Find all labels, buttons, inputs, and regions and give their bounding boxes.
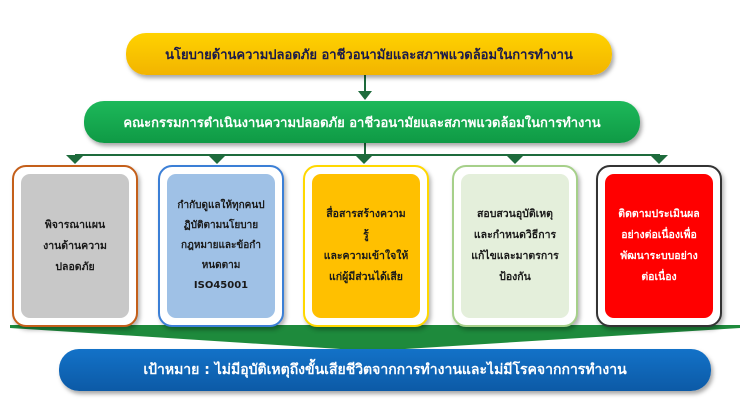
task-box-planning-body: พิจารณาแผน งานด้านความ ปลอดภัย (21, 174, 129, 318)
task-box-line: สื่อสารสร้างความ (326, 208, 406, 220)
task-box-monitoring-body: ติดตามประเมินผล อย่างต่อเนื่องเพื่อ พัฒน… (605, 174, 713, 318)
task-box-compliance-body: กำกับดูแลให้ทุกคนป ฏิบัติตามนโยบาย กฎหมา… (167, 174, 275, 318)
arrowhead-committee (358, 91, 372, 100)
task-box-line: อย่างต่อเนื่องเพื่อ (621, 229, 697, 241)
committee-banner: คณะกรรมการดำเนินงานความปลอดภัย อาชีวอนาม… (84, 101, 640, 143)
goal-banner: เป้าหมาย : ไม่มีอุบัติเหตุถึงขั้นเสียชีว… (59, 349, 711, 391)
arrowhead-box4 (506, 155, 524, 164)
task-box-line: รู้ (363, 229, 369, 241)
funnel-shape (10, 325, 740, 351)
task-box-planning: พิจารณาแผน งานด้านความ ปลอดภัย (12, 165, 138, 327)
task-box-investigation: สอบสวนอุบัติเหตุ และกำหนดวิธีการ แก้ไขแล… (452, 165, 578, 327)
task-box-compliance: กำกับดูแลให้ทุกคนป ฏิบัติตามนโยบาย กฎหมา… (158, 165, 284, 327)
task-box-line: แก่ผู้มีส่วนได้เสีย (329, 271, 403, 283)
task-box-line: ต่อเนื่อง (641, 271, 677, 283)
task-box-line: กำกับดูแลให้ทุกคนป (177, 200, 265, 211)
task-box-line: ป้องกัน (499, 271, 531, 283)
task-box-line: พิจารณาแผน (44, 218, 106, 231)
task-box-monitoring: ติดตามประเมินผล อย่างต่อเนื่องเพื่อ พัฒน… (596, 165, 722, 327)
arrowhead-box3 (355, 155, 373, 164)
task-box-line: หนดตาม (201, 260, 241, 271)
task-box-line: แก้ไขและมาตรการ (471, 250, 559, 262)
task-box-line: พัฒนาระบบอย่าง (620, 250, 698, 262)
task-box-investigation-body: สอบสวนอุบัติเหตุ และกำหนดวิธีการ แก้ไขแล… (461, 174, 569, 318)
goal-text: เป้าหมาย : ไม่มีอุบัติเหตุถึงขั้นเสียชีว… (143, 362, 627, 378)
arrowhead-box5 (650, 155, 668, 164)
committee-text: คณะกรรมการดำเนินงานความปลอดภัย อาชีวอนาม… (123, 115, 601, 131)
task-box-line: ISO45001 (193, 280, 249, 291)
task-box-line: และความเข้าใจให้ (323, 250, 409, 262)
task-box-line: ปลอดภัย (55, 260, 95, 273)
task-box-communication-body: สื่อสารสร้างความ รู้ และความเข้าใจให้ แก… (312, 174, 420, 318)
task-box-communication: สื่อสารสร้างความ รู้ และความเข้าใจให้ แก… (303, 165, 429, 327)
task-box-line: และกำหนดวิธีการ (473, 229, 557, 241)
task-box-line: งานด้านความ (43, 239, 107, 252)
task-box-line: ติดตามประเมินผล (618, 208, 700, 220)
task-box-line: สอบสวนอุบัติเหตุ (477, 208, 553, 220)
policy-text: นโยบายด้านความปลอดภัย อาชีวอนามัยและสภาพ… (165, 47, 573, 63)
task-box-line: ฏิบัติตามนโยบาย (183, 220, 259, 231)
task-box-line: กฎหมายและข้อกำ (181, 240, 261, 251)
policy-banner: นโยบายด้านความปลอดภัย อาชีวอนามัยและสภาพ… (126, 33, 612, 75)
arrowhead-box2 (208, 155, 226, 164)
arrowhead-box1 (66, 155, 84, 164)
